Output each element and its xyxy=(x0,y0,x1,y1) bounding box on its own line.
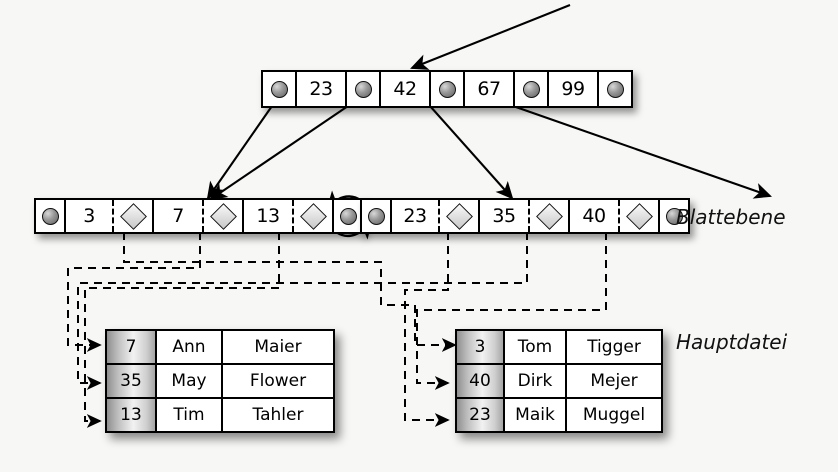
arrow-root-ptr4-to-leaf-level-label xyxy=(512,105,772,199)
leaf-right-key-cell-0[interactable]: 23 xyxy=(390,200,438,232)
circle-pointer-icon xyxy=(522,80,540,98)
record-link-right-d3 xyxy=(416,232,607,390)
diamond-pointer-icon xyxy=(535,202,563,230)
root-pointer-2[interactable] xyxy=(431,72,463,106)
arrow-into-root xyxy=(410,4,571,70)
table-row[interactable]: 23 Maik Muggel xyxy=(457,397,661,431)
circle-pointer-icon xyxy=(270,80,288,98)
root-key-label-0: 23 xyxy=(309,77,333,100)
root-key-label-1: 42 xyxy=(393,77,417,100)
root-key-label-2: 67 xyxy=(477,77,501,100)
root-key-cell-3[interactable]: 99 xyxy=(547,72,599,106)
main-file-label: Hauptdatei xyxy=(676,330,788,354)
arrow-root-ptr2-to-left-leaf xyxy=(209,105,349,201)
leaf-left-record-pointer-2[interactable] xyxy=(292,200,334,232)
diamond-pointer-icon xyxy=(445,202,473,230)
circle-pointer-icon xyxy=(367,207,385,225)
leaf-left-key-label-2: 13 xyxy=(256,204,280,227)
main-file-table-right[interactable]: 3 Tom Tigger 40 Dirk Mejer 23 Maik Mugge… xyxy=(455,329,663,433)
root-pointer-4[interactable] xyxy=(599,72,631,106)
circle-pointer-icon xyxy=(438,80,456,98)
row-key-cell: 13 xyxy=(107,399,157,431)
row-key-cell: 3 xyxy=(457,331,505,363)
diamond-pointer-icon xyxy=(299,202,327,230)
leaf-node-right[interactable]: 23 35 40 xyxy=(360,198,690,234)
row-firstname-cell: Ann xyxy=(157,331,223,363)
root-pointer-1[interactable] xyxy=(347,72,379,106)
row-lastname-cell: Tahler xyxy=(252,405,304,425)
leaf-right-key-label-2: 40 xyxy=(582,204,606,227)
circle-pointer-icon xyxy=(354,80,372,98)
root-pointer-3[interactable] xyxy=(515,72,547,106)
leaf-level-label: Blattebene xyxy=(676,205,786,229)
leaf-right-record-pointer-1[interactable] xyxy=(528,200,570,232)
table-row[interactable]: 7 Ann Maier xyxy=(107,331,333,363)
leaf-right-key-cell-1[interactable]: 35 xyxy=(480,200,528,232)
row-firstname-cell: May xyxy=(157,365,223,397)
root-key-cell-2[interactable]: 67 xyxy=(463,72,515,106)
leaf-left-record-pointer-1[interactable] xyxy=(202,200,244,232)
arrow-root-ptr1-to-left-leaf xyxy=(206,105,273,200)
table-row[interactable]: 3 Tom Tigger xyxy=(457,331,661,363)
arrow-root-ptr3-to-right-leaf xyxy=(429,105,514,200)
leaf-right-next-pointer[interactable] xyxy=(660,200,688,232)
row-lastname-cell: Mejer xyxy=(590,371,638,391)
row-key-cell: 7 xyxy=(107,331,157,363)
leaf-right-key-label-1: 35 xyxy=(492,204,516,227)
row-key-cell: 40 xyxy=(457,365,505,397)
row-lastname-cell: Muggel xyxy=(582,405,646,425)
leaf-right-record-pointer-0[interactable] xyxy=(438,200,480,232)
row-lastname-cell: Tigger xyxy=(587,337,641,357)
row-firstname-cell: Dirk xyxy=(505,365,567,397)
leaf-left-prev-pointer[interactable] xyxy=(36,200,64,232)
main-file-table-left[interactable]: 7 Ann Maier 35 May Flower 13 Tim Tahler xyxy=(105,329,335,433)
leaf-left-next-pointer[interactable] xyxy=(334,200,362,232)
leaf-left-key-cell-1[interactable]: 7 xyxy=(154,200,202,232)
diamond-pointer-icon xyxy=(119,202,147,230)
leaf-right-key-label-0: 23 xyxy=(403,204,427,227)
row-lastname-cell: Flower xyxy=(249,371,307,391)
circle-pointer-icon xyxy=(665,207,683,225)
leaf-left-key-cell-2[interactable]: 13 xyxy=(244,200,292,232)
leaf-left-key-label-1: 7 xyxy=(172,204,184,227)
circle-pointer-icon xyxy=(606,80,624,98)
root-key-cell-1[interactable]: 42 xyxy=(379,72,431,106)
leaf-left-key-label-0: 3 xyxy=(83,204,95,227)
record-link-left-d1 xyxy=(123,232,457,352)
diamond-pointer-icon xyxy=(209,202,237,230)
root-key-cell-0[interactable]: 23 xyxy=(295,72,347,106)
circle-pointer-icon xyxy=(339,207,357,225)
root-pointer-0[interactable] xyxy=(263,72,295,106)
table-row[interactable]: 13 Tim Tahler xyxy=(107,397,333,431)
row-key-cell: 35 xyxy=(107,365,157,397)
row-firstname-cell: Maik xyxy=(505,399,567,431)
leaf-node-left[interactable]: 3 7 13 xyxy=(34,198,364,234)
leaf-right-key-cell-2[interactable]: 40 xyxy=(570,200,618,232)
index-root-node[interactable]: 23 42 67 99 xyxy=(261,70,633,108)
leaf-left-record-pointer-0[interactable] xyxy=(112,200,154,232)
diamond-pointer-icon xyxy=(625,202,653,230)
table-row[interactable]: 35 May Flower xyxy=(107,363,333,397)
row-key-cell: 23 xyxy=(457,399,505,431)
leaf-right-prev-pointer[interactable] xyxy=(362,200,390,232)
record-link-right-d2 xyxy=(77,232,528,390)
circle-pointer-icon xyxy=(41,207,59,225)
record-link-right-d1 xyxy=(404,232,450,427)
leaf-left-key-cell-0[interactable]: 3 xyxy=(64,200,112,232)
row-lastname-cell: Maier xyxy=(254,337,302,357)
leaf-right-record-pointer-2[interactable] xyxy=(618,200,660,232)
root-key-label-3: 99 xyxy=(561,77,585,100)
row-firstname-cell: Tom xyxy=(505,331,567,363)
row-firstname-cell: Tim xyxy=(157,399,223,431)
table-row[interactable]: 40 Dirk Mejer xyxy=(457,363,661,397)
